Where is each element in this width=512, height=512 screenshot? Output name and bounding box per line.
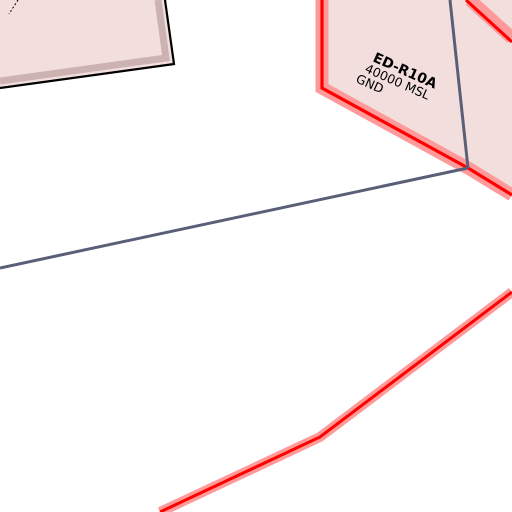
boundary-lines: [0, 0, 470, 270]
adjacent-airspace[interactable]: [0, 0, 176, 90]
adjacent-airspace-dashed-edge: [8, 0, 19, 15]
restricted-area-halo-diagonal: [465, 0, 512, 43]
boundary-line-long: [0, 166, 469, 270]
restricted-area-border-diagonal: [464, 0, 512, 44]
boundary-line-vertical: [448, 0, 470, 169]
adjacent-airspace-border: [0, 0, 176, 90]
restricted-area-border-lower: [159, 290, 512, 512]
restricted-area-border-left: [320, 0, 512, 197]
restricted-area-label-group: ED-R10A 40000 MSL GND: [354, 50, 440, 103]
adjacent-airspace-shadow: [0, 0, 170, 85]
